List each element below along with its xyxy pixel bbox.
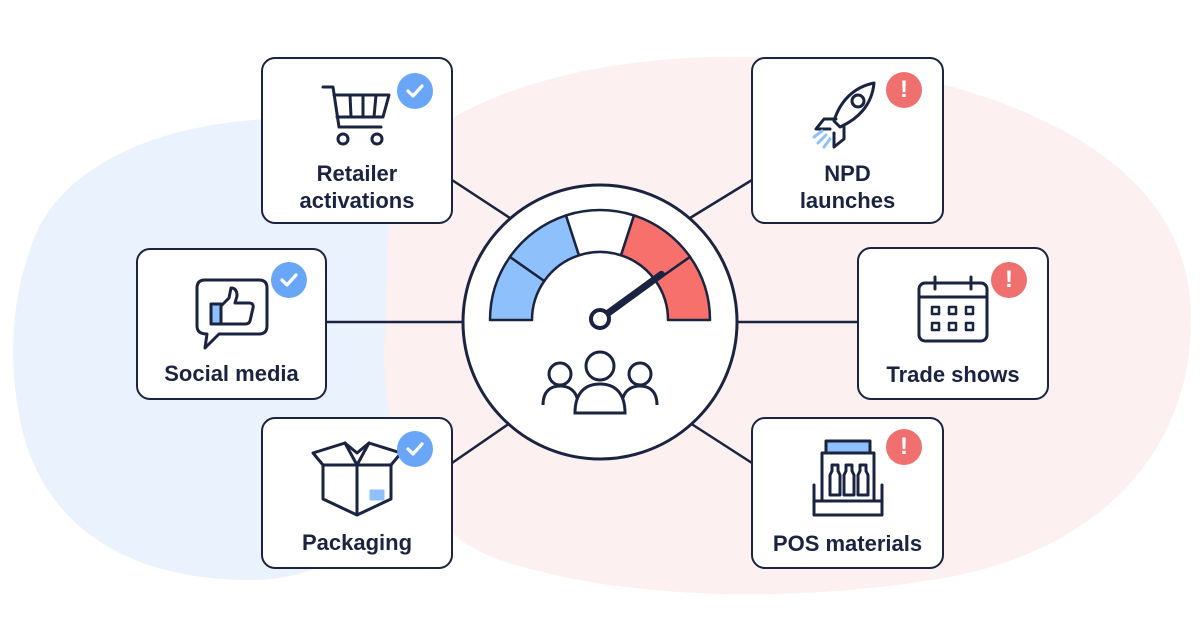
- display-stand-icon: [753, 437, 942, 521]
- connector-lines: [327, 178, 857, 465]
- alert-badge-icon: !: [886, 72, 922, 108]
- rocket-icon: [753, 79, 942, 155]
- card-packaging: Packaging: [261, 417, 453, 569]
- gauge-segment-high: [654, 255, 712, 322]
- card-pos-materials: POS materials !: [751, 417, 944, 569]
- card-label-line: activations: [299, 188, 415, 213]
- alert-badge-icon: !: [991, 262, 1027, 298]
- card-trade-shows: Trade shows !: [857, 247, 1049, 400]
- connector-retailer: [451, 178, 511, 220]
- gauge-needle: [596, 270, 665, 323]
- check-badge-icon: [397, 73, 433, 109]
- card-label-line: Social media: [164, 361, 299, 386]
- card-label-line: Trade shows: [886, 362, 1020, 387]
- card-label-line: POS materials: [772, 531, 923, 556]
- card-npd-launches: NPD launches !: [751, 57, 944, 224]
- check-badge-icon: [397, 431, 433, 467]
- card-label-line: launches: [799, 188, 896, 213]
- card-retailer-activations: Retailer activations: [261, 57, 453, 224]
- shopping-cart-icon: [263, 79, 451, 151]
- open-box-icon: [263, 435, 451, 519]
- check-badge-icon: [271, 262, 307, 298]
- thumbs-up-chat-icon: [138, 276, 325, 350]
- speedometer-icon: [488, 208, 712, 330]
- connector-npd: [689, 178, 753, 220]
- connector-packaging: [451, 421, 511, 465]
- card-label-line: Retailer: [316, 161, 398, 186]
- connector-pos: [689, 421, 753, 465]
- card-label-line: Packaging: [301, 530, 413, 555]
- gauge-pivot: [589, 308, 611, 330]
- calendar-icon: [859, 273, 1047, 345]
- card-label-line: NPD: [824, 161, 871, 186]
- people-group-icon: [541, 350, 659, 415]
- alert-badge-icon: !: [886, 429, 922, 465]
- card-social-media: Social media: [136, 248, 327, 400]
